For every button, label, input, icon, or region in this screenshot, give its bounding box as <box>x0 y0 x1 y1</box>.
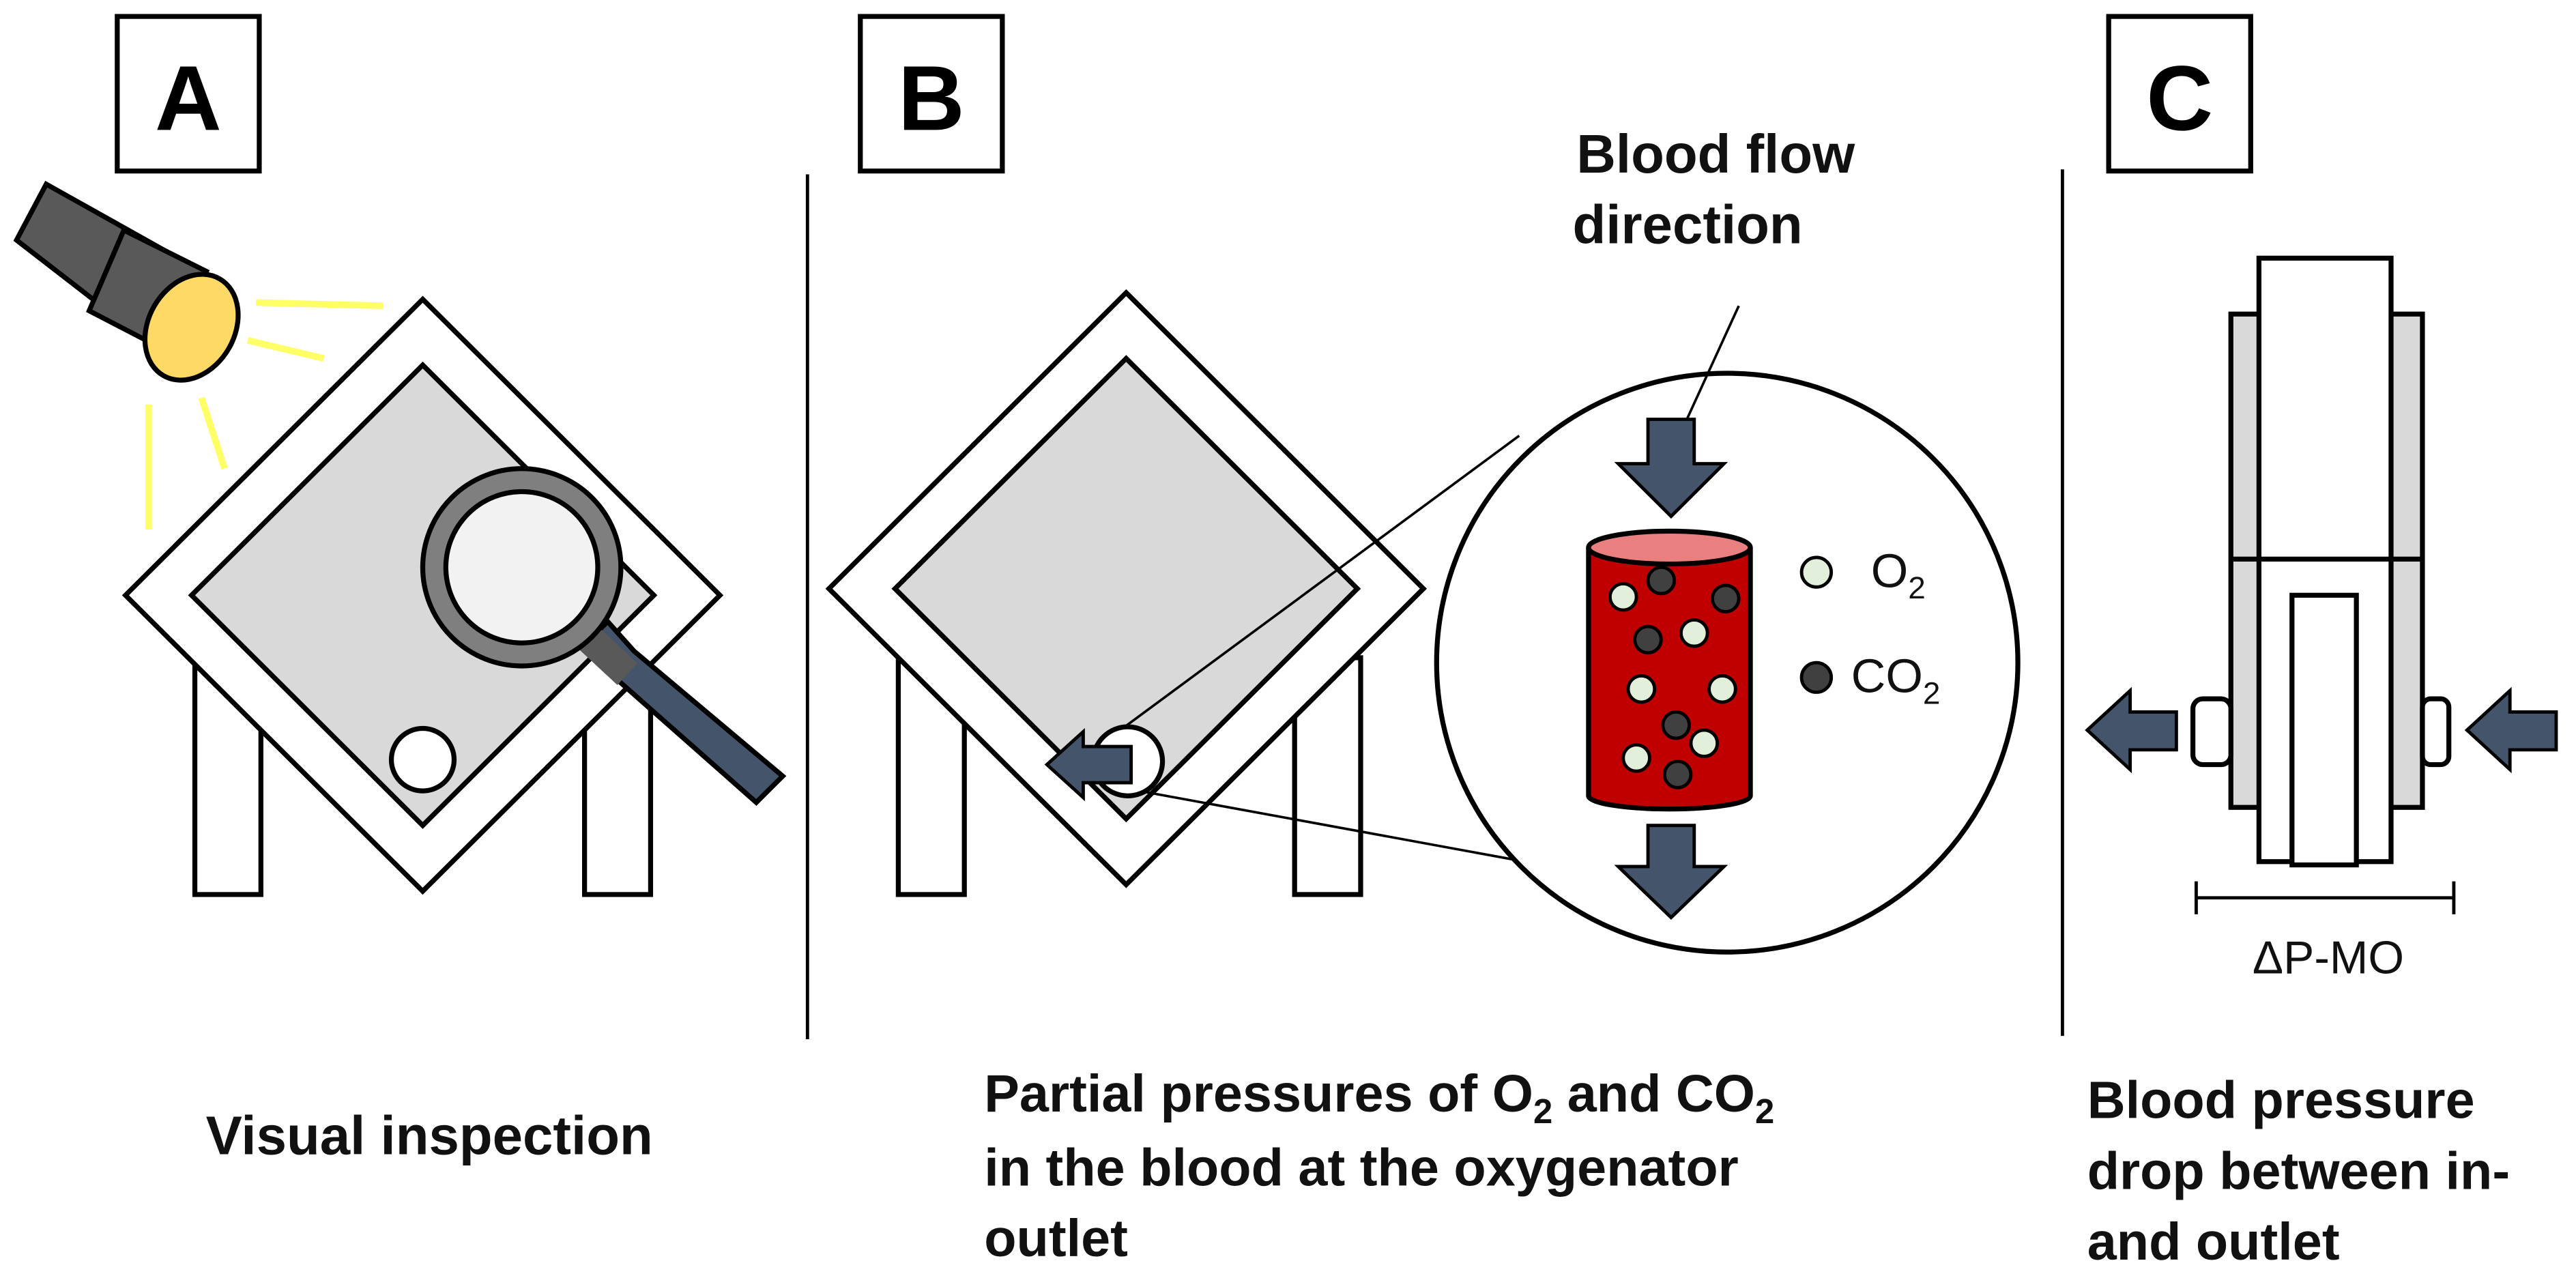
co2-bubble-group <box>1633 565 1741 789</box>
outlet-arrow-icon <box>2085 686 2178 774</box>
zoom-line-top <box>1103 435 1520 743</box>
co2-bubble-icon <box>1799 661 1834 694</box>
legend-o2: O2 <box>1871 544 1926 605</box>
panel-a-letter: A <box>155 47 222 150</box>
o2-bubble-icon <box>1799 555 1834 589</box>
stand-leg-right <box>1292 655 1363 897</box>
flashlight-icon <box>13 180 241 383</box>
panel-a: A Visual inspection <box>13 14 787 1166</box>
panel-b-label-box <box>858 14 1005 174</box>
o2-bubble-group <box>1608 582 1737 773</box>
pressure-port-icon <box>2420 696 2452 768</box>
oxygenator-port <box>388 725 457 794</box>
panel-c-letter: C <box>2146 47 2213 150</box>
panel-b: B Blood flow direction <box>825 14 2021 1268</box>
pressure-drop-label: ΔP-MO <box>2253 933 2404 984</box>
magnifying-glass-icon <box>420 466 787 806</box>
blood-flow-arrow-icon <box>1614 418 1728 519</box>
pressure-port-icon <box>2190 696 2233 768</box>
oxygenator-side-view-icon <box>2228 255 2425 868</box>
panel-b-letter: B <box>898 47 965 150</box>
panel-c-caption-line3: and outlet <box>2087 1213 2340 1271</box>
inlet-arrow-icon <box>2464 686 2558 774</box>
light-rays <box>145 299 383 530</box>
pressure-drop-bracket <box>2195 881 2456 914</box>
oxygenator-membrane <box>891 355 1361 823</box>
blood-flow-arrow-icon <box>1614 824 1728 920</box>
panel-b-caption-line2: in the blood at the oxygenator <box>984 1139 1739 1198</box>
zoom-line-bottom <box>1139 789 1516 862</box>
callout-leader-line <box>1678 305 1740 437</box>
blood-flow-label-line1: Blood flow <box>1576 124 1855 184</box>
legend-co2: CO2 <box>1851 650 1941 711</box>
panel-b-caption-line3: outlet <box>984 1209 1128 1268</box>
panel-a-label-box <box>115 14 262 174</box>
flashlight-lens <box>142 272 241 383</box>
panel-c-label-box <box>2106 14 2253 174</box>
panel-c-caption-line2: drop between in- <box>2087 1142 2510 1200</box>
panel-b-caption-line1: Partial pressures of O2 and CO2 <box>984 1064 1774 1131</box>
panel-c: C ΔP-MO Blood pressure drop between in- … <box>2085 14 2558 1271</box>
panel-c-caption-line1: Blood pressure <box>2087 1071 2475 1130</box>
panel-a-caption: Visual inspection <box>206 1105 653 1166</box>
blood-flow-label-line2: direction <box>1573 194 1803 255</box>
outlet-flow-arrow-icon <box>1044 727 1133 802</box>
